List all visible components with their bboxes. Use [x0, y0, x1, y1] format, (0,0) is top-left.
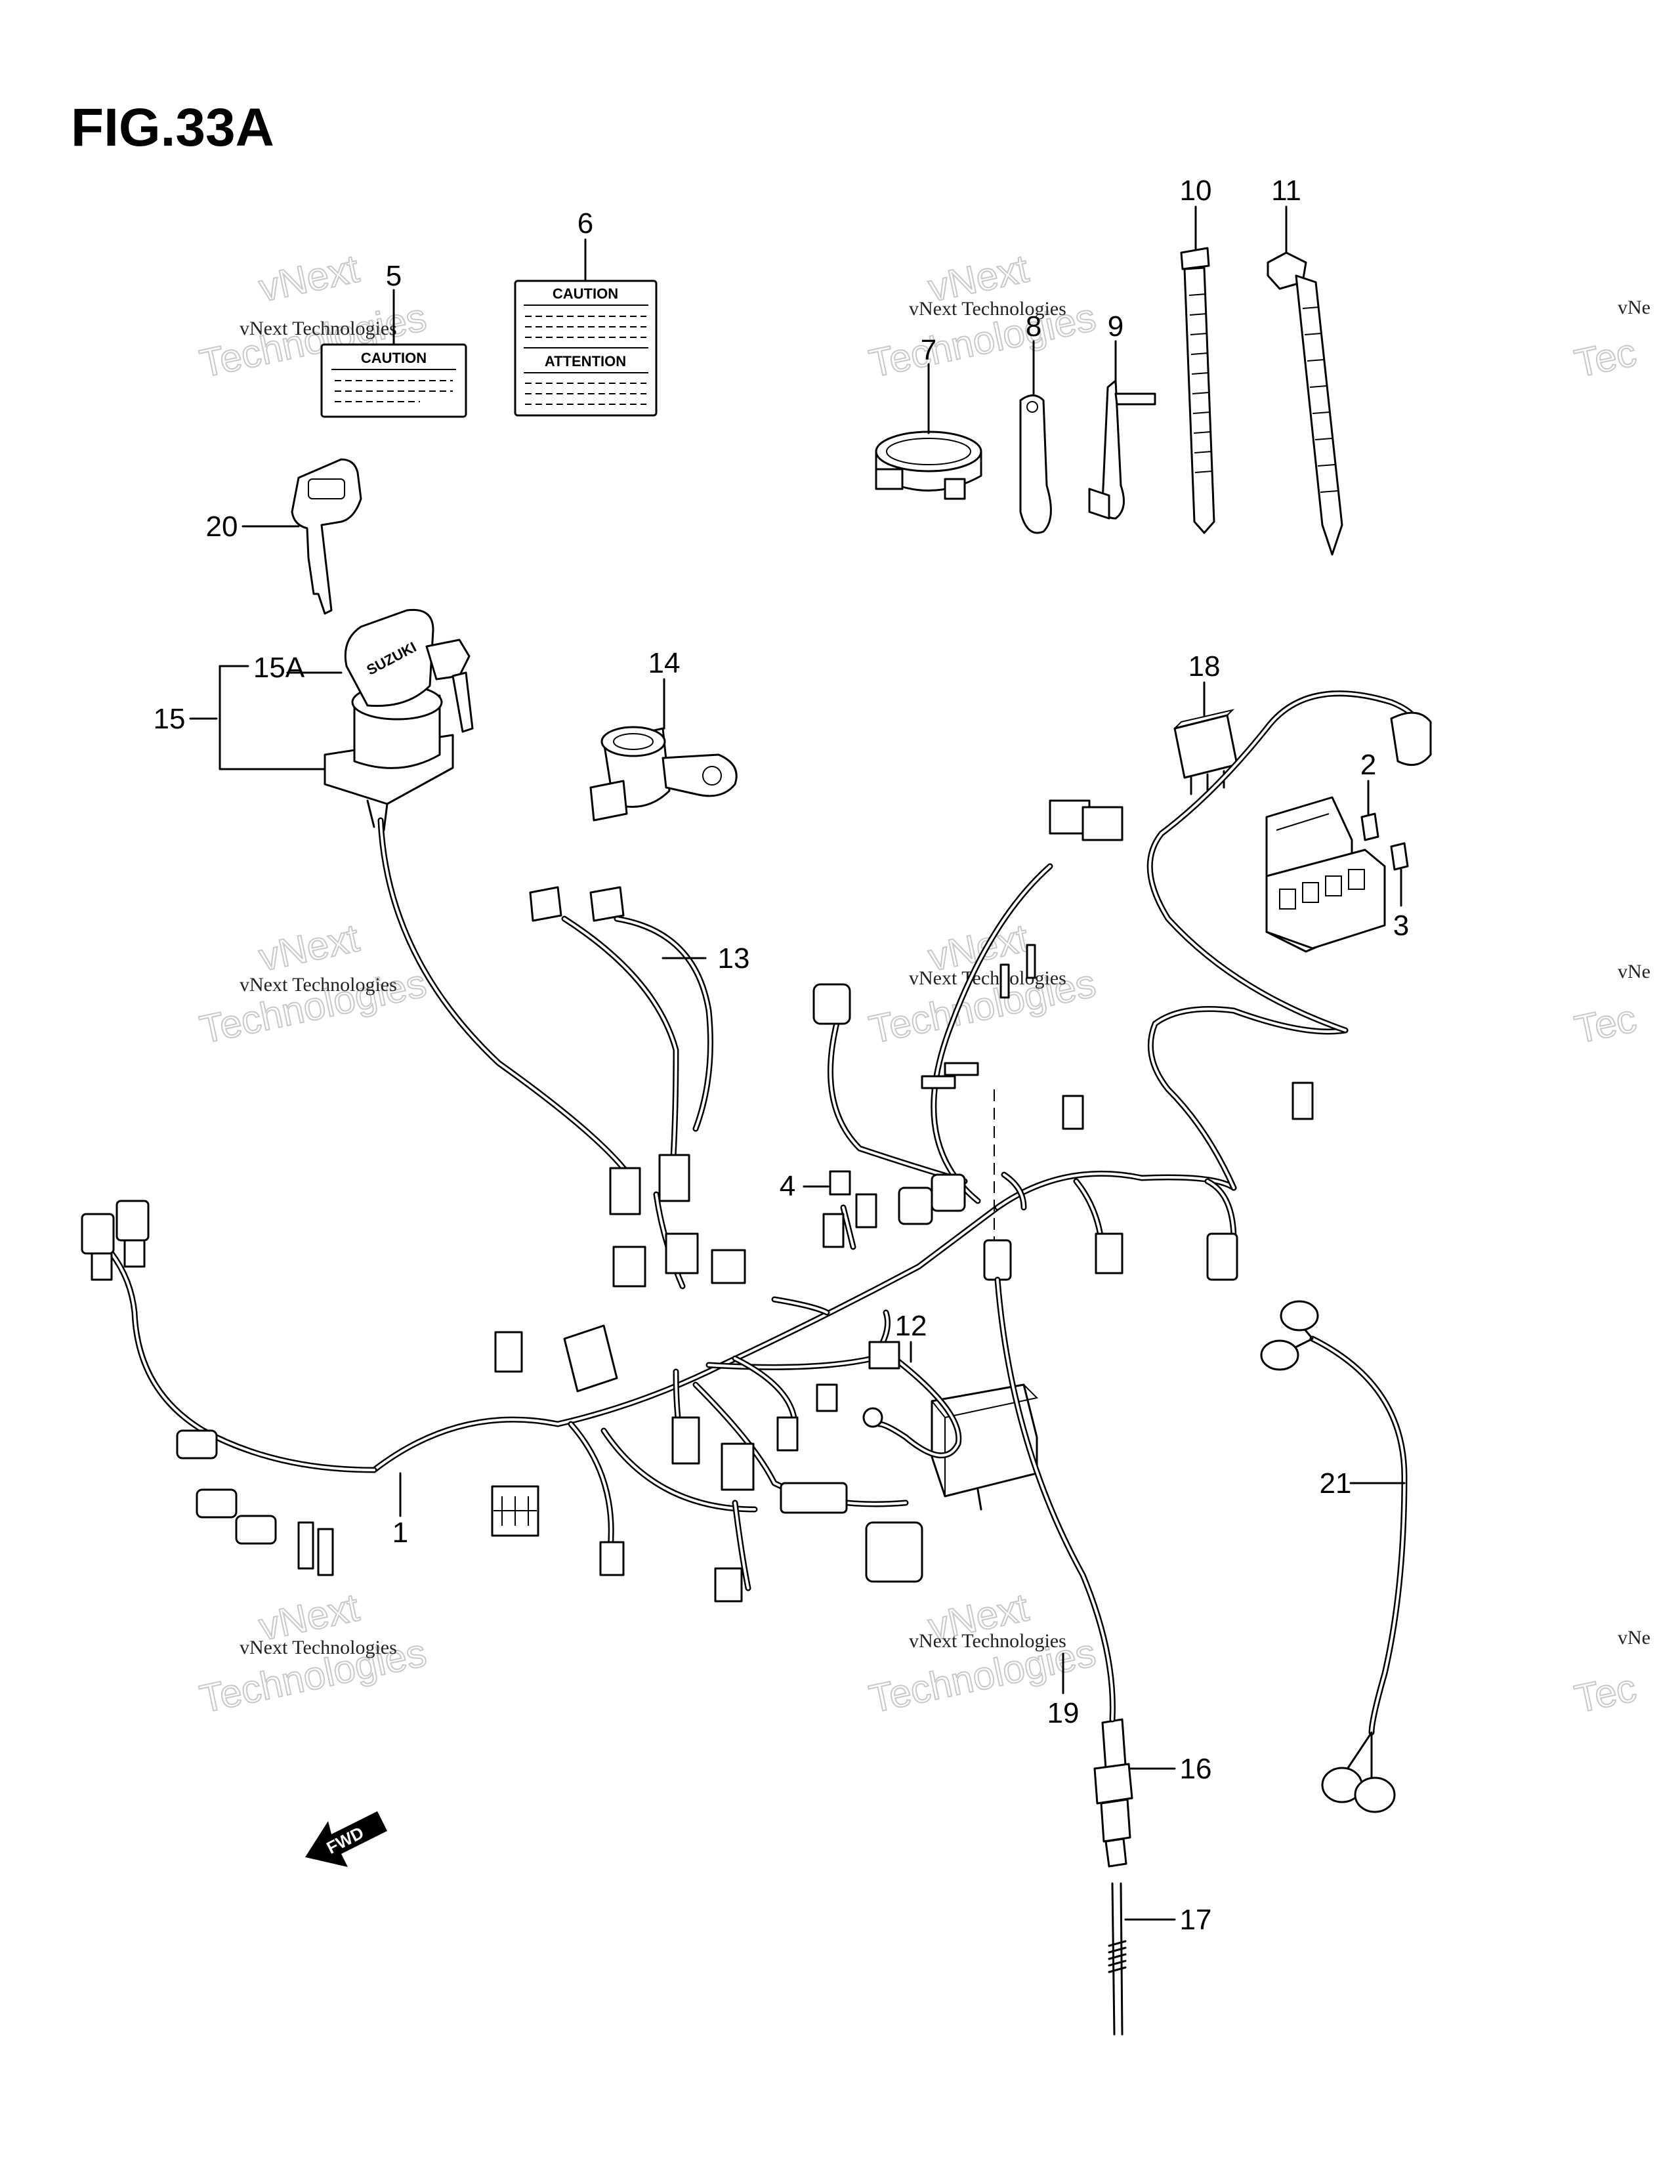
fuse-spare — [1390, 842, 1409, 871]
forward-arrow-icon: FWD — [305, 1811, 387, 1867]
svg-text:vNext Technologies: vNext Technologies — [240, 1637, 397, 1658]
watermark-bottom-left: vNext Technologies vNext Technologies — [196, 1584, 431, 1721]
callout-14: 14 — [648, 647, 681, 679]
cable-tie-part-11 — [1267, 251, 1343, 556]
callout-7: 7 — [921, 334, 936, 366]
probe-part-17 — [1108, 1882, 1127, 2036]
svg-text:vNext Technologies: vNext Technologies — [909, 967, 1066, 989]
svg-text:CAUTION: CAUTION — [553, 285, 618, 302]
sensor-part-16 — [1093, 1718, 1133, 1868]
svg-text:vNe: vNe — [1618, 961, 1650, 982]
watermark-top-center: vNext Technologies vNext Technologies — [865, 245, 1101, 386]
callout-3: 3 — [1393, 910, 1409, 942]
callout-6: 6 — [578, 207, 593, 240]
svg-text:vNext Technologies: vNext Technologies — [909, 298, 1066, 320]
svg-text:vNext Technologies: vNext Technologies — [909, 1630, 1066, 1652]
fuse-part-2 — [1360, 812, 1379, 841]
callout-21: 21 — [1320, 1467, 1352, 1500]
callout-2: 2 — [1360, 749, 1376, 781]
sub-harness-part-13 — [529, 886, 713, 1171]
callout-11: 11 — [1271, 175, 1301, 207]
svg-text:vNe: vNe — [1618, 1627, 1650, 1648]
callout-20: 20 — [206, 511, 238, 543]
wiring-harness-part-1 — [108, 690, 1421, 1591]
svg-text:Tec: Tec — [1571, 996, 1640, 1052]
watermark-middle-right-edge: vNe Tec — [1570, 961, 1650, 1053]
watermark-middle-left: vNext Technologies vNext Technologies — [196, 915, 431, 1052]
callout-13: 13 — [718, 942, 750, 975]
svg-text:vNe: vNe — [1618, 297, 1650, 318]
caution-attention-label-part-6: CAUTION ATTENTION — [514, 280, 658, 417]
control-unit-part-19 — [931, 1383, 1039, 1498]
ground-lead-part-12 — [862, 1349, 962, 1459]
svg-text:vNext Technologies: vNext Technologies — [240, 318, 397, 339]
svg-text:Tec: Tec — [1571, 330, 1640, 386]
relay-part-18 — [1173, 709, 1238, 795]
watermark-top-right-edge: vNe Tec — [1570, 297, 1650, 387]
clamp-part-8 — [1019, 394, 1052, 534]
callout-12: 12 — [895, 1310, 927, 1342]
fuse-box-part-3 — [1265, 796, 1386, 953]
cable-tie-part-10 — [1180, 247, 1215, 534]
svg-text:Tec: Tec — [1571, 1666, 1640, 1721]
callout-18: 18 — [1188, 650, 1221, 682]
svg-text:vNext: vNext — [255, 246, 363, 310]
callout-8: 8 — [1026, 310, 1041, 343]
svg-text:vNext Technologies: vNext Technologies — [240, 974, 397, 996]
clamp-band-part-7 — [875, 430, 982, 500]
callout-5: 5 — [386, 260, 402, 292]
watermark-middle-center: vNext Technologies vNext Technologies — [865, 915, 1101, 1052]
ignition-key-part-20 — [291, 458, 362, 615]
svg-text:vNext: vNext — [255, 915, 363, 979]
connectors — [81, 711, 1432, 1603]
callout-1: 1 — [392, 1517, 408, 1549]
callout-10: 10 — [1180, 175, 1212, 207]
caution-label-part-5: CAUTION — [320, 343, 467, 418]
watermark-bottom-right-edge: vNe Tec — [1570, 1627, 1650, 1722]
callout-17: 17 — [1180, 1904, 1212, 1936]
ignition-switch-part-15: SUZUKI — [324, 608, 474, 831]
clamp-part-9 — [1088, 379, 1156, 520]
callout-15: 15 — [154, 703, 186, 735]
figure-title: FIG.33A — [71, 98, 274, 158]
lead-wire-part-21 — [1260, 1300, 1408, 1813]
leader-lines — [189, 205, 1406, 1921]
svg-text:CAUTION: CAUTION — [361, 350, 427, 366]
callout-4: 4 — [780, 1170, 795, 1202]
callout-19: 19 — [1047, 1697, 1080, 1729]
callout-15a: 15A — [253, 652, 305, 684]
callout-16: 16 — [1180, 1753, 1212, 1785]
svg-text:ATTENTION: ATTENTION — [545, 353, 626, 369]
socket-part-14 — [589, 726, 738, 822]
callout-9: 9 — [1108, 310, 1124, 343]
